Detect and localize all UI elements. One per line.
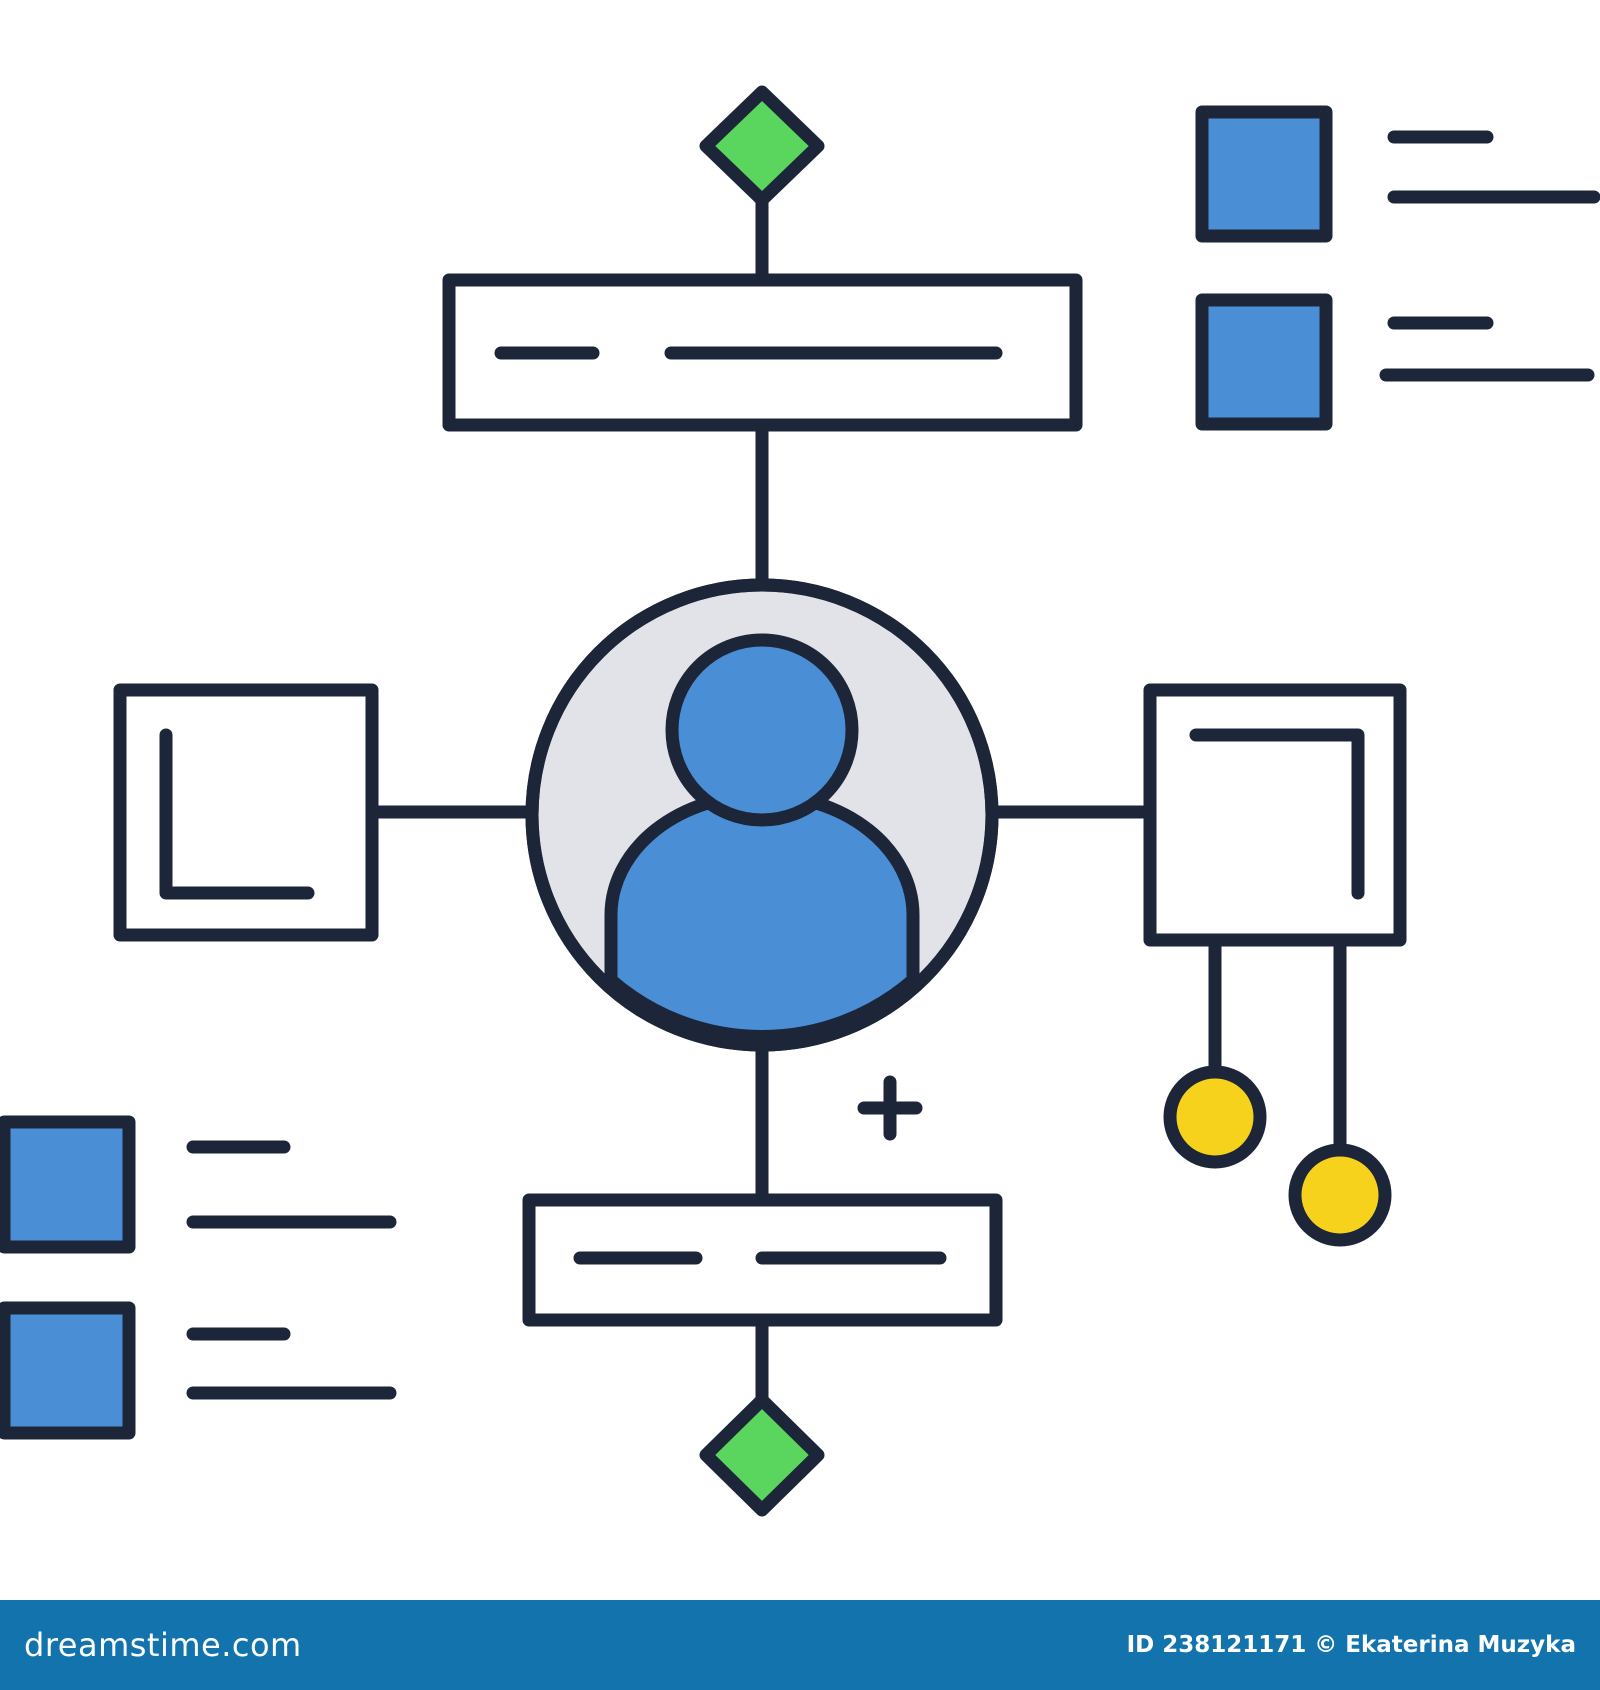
- watermark-footer-bar: dreamstime.com ID 238121171 © Ekaterina …: [0, 1600, 1600, 1690]
- user-avatar-icon: [525, 578, 999, 1052]
- list-item-icon: [1195, 293, 1333, 431]
- top-decision-diamond-icon: [699, 85, 825, 207]
- avatar-ring: [525, 578, 999, 1052]
- list-item-icon: [0, 1301, 136, 1440]
- top-right-list: [1195, 105, 1600, 431]
- right-connector-dot-icon: [1288, 1143, 1392, 1247]
- footer-logo-text: dreamstime.com: [24, 1626, 302, 1664]
- list-item-icon: [1195, 105, 1333, 243]
- bottom-decision-diamond-icon: [699, 1393, 825, 1517]
- bottom-left-list: [0, 1115, 397, 1440]
- list-item-icon: [0, 1115, 136, 1254]
- left-corner-bracket: [159, 728, 315, 900]
- plus-icon: [857, 1075, 923, 1141]
- avatar-head: [665, 633, 859, 827]
- avatar-body: [604, 788, 920, 1043]
- left-connector-dot-icon: [1163, 1065, 1267, 1169]
- right-corner-bracket: [1189, 728, 1365, 900]
- user-flow-diagram: [0, 85, 1600, 1517]
- footer-credit-text: ID 238121171 © Ekaterina Muzyka: [1126, 1632, 1576, 1658]
